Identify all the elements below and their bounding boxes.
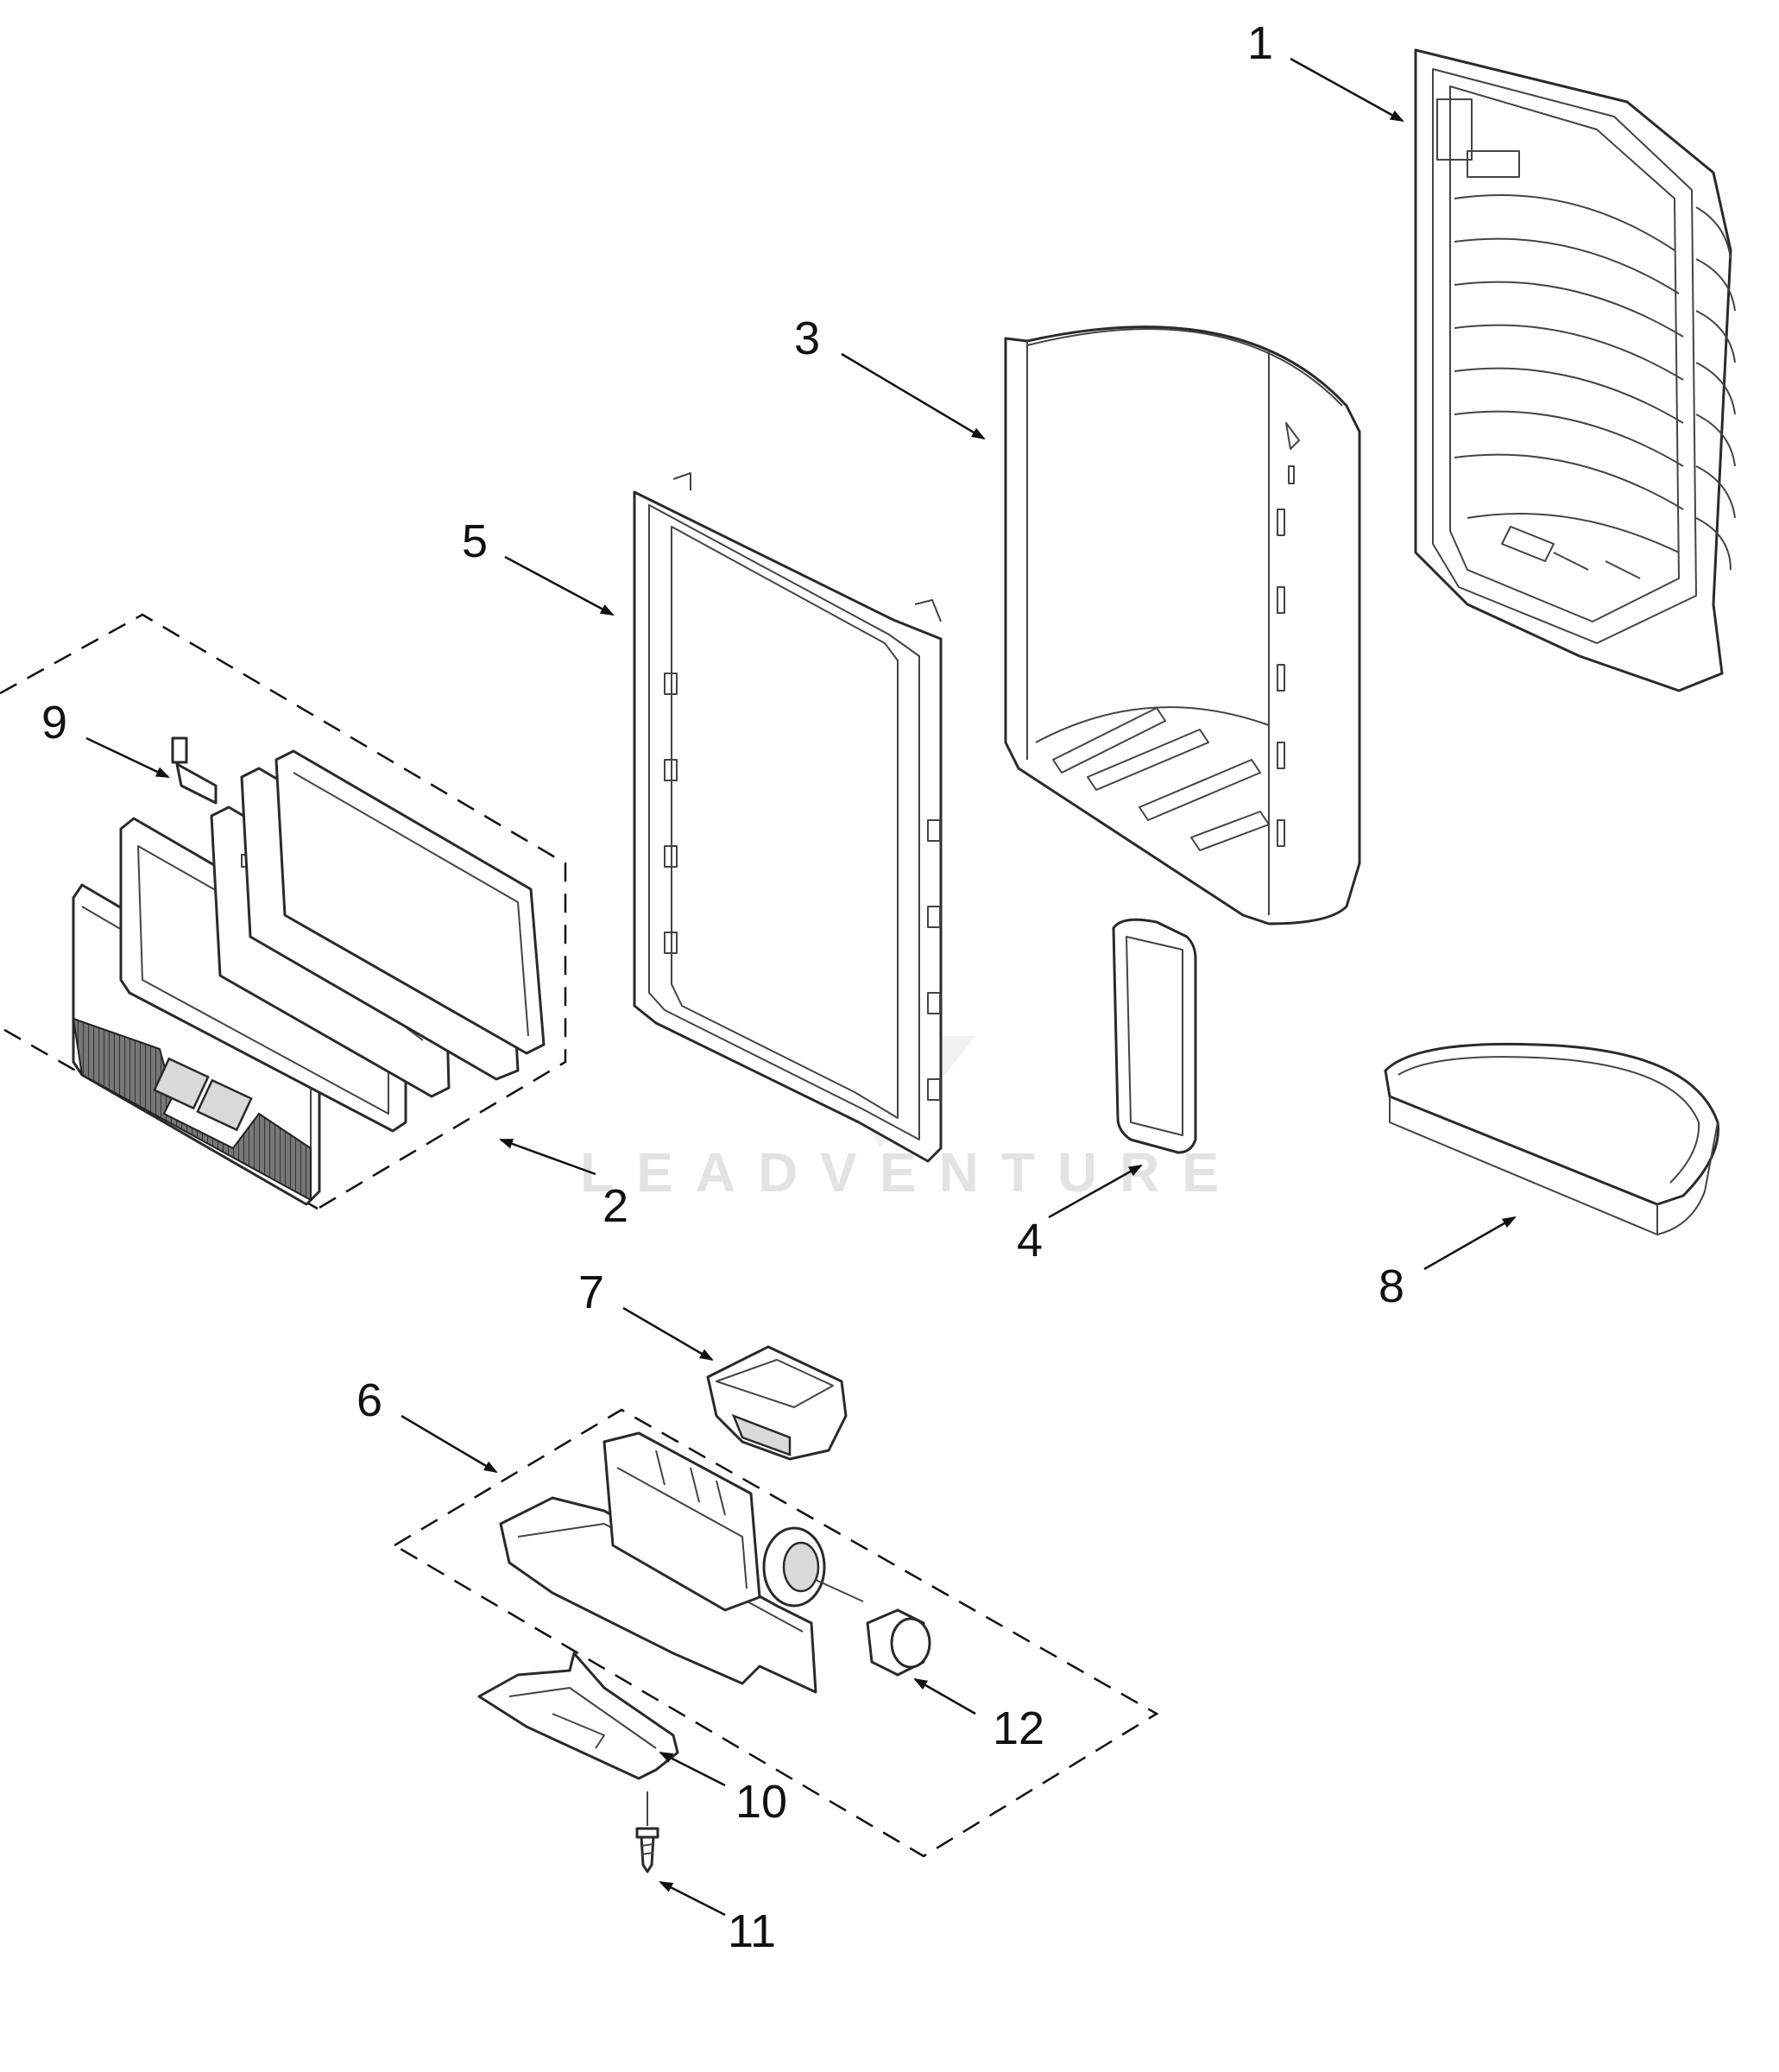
part-3-liner bbox=[1004, 325, 1361, 925]
callout-8: 8 bbox=[1378, 1260, 1404, 1312]
leader-12 bbox=[913, 1677, 976, 1715]
part-12-knob bbox=[866, 1608, 931, 1677]
leader-lines bbox=[85, 57, 1517, 1917]
callout-3: 3 bbox=[794, 313, 820, 364]
callout-7: 7 bbox=[578, 1267, 604, 1318]
leader-8 bbox=[1423, 1216, 1517, 1271]
part-1-dispenser-housing bbox=[1414, 48, 1736, 692]
part-4-pad bbox=[1112, 918, 1197, 1154]
part-2-control-assembly bbox=[0, 613, 567, 1210]
callout-1: 1 bbox=[1247, 17, 1273, 69]
watermark-text: LEADVENTURE bbox=[580, 1141, 1241, 1203]
callout-labels: 1 2 3 4 5 6 7 8 9 10 11 12 bbox=[41, 17, 1404, 1957]
callout-11: 11 bbox=[728, 1905, 776, 1957]
part-7-chute bbox=[706, 1345, 848, 1461]
leader-9 bbox=[85, 736, 170, 779]
leader-10 bbox=[659, 1751, 726, 1787]
callout-2: 2 bbox=[602, 1180, 628, 1232]
callout-4: 4 bbox=[1017, 1215, 1043, 1267]
part-8-drip-tray bbox=[1384, 1042, 1719, 1235]
part-5-trim-frame bbox=[633, 472, 943, 1163]
part-9-connector bbox=[171, 736, 218, 805]
leader-1 bbox=[1290, 57, 1404, 123]
leader-6 bbox=[401, 1414, 498, 1474]
callout-10: 10 bbox=[735, 1776, 787, 1828]
leader-7 bbox=[622, 1306, 714, 1361]
part-11-screw bbox=[635, 1791, 659, 1873]
leader-2 bbox=[499, 1138, 596, 1176]
leader-11 bbox=[659, 1880, 726, 1917]
leader-5 bbox=[504, 555, 615, 616]
callout-12: 12 bbox=[993, 1702, 1044, 1754]
callout-6: 6 bbox=[356, 1374, 382, 1426]
part-6-actuator-assembly bbox=[392, 1345, 1159, 1873]
callout-9: 9 bbox=[41, 697, 67, 749]
leader-3 bbox=[841, 352, 986, 440]
callout-5: 5 bbox=[462, 515, 488, 567]
part-10-lever bbox=[477, 1652, 679, 1780]
leader-4 bbox=[1048, 1164, 1143, 1219]
